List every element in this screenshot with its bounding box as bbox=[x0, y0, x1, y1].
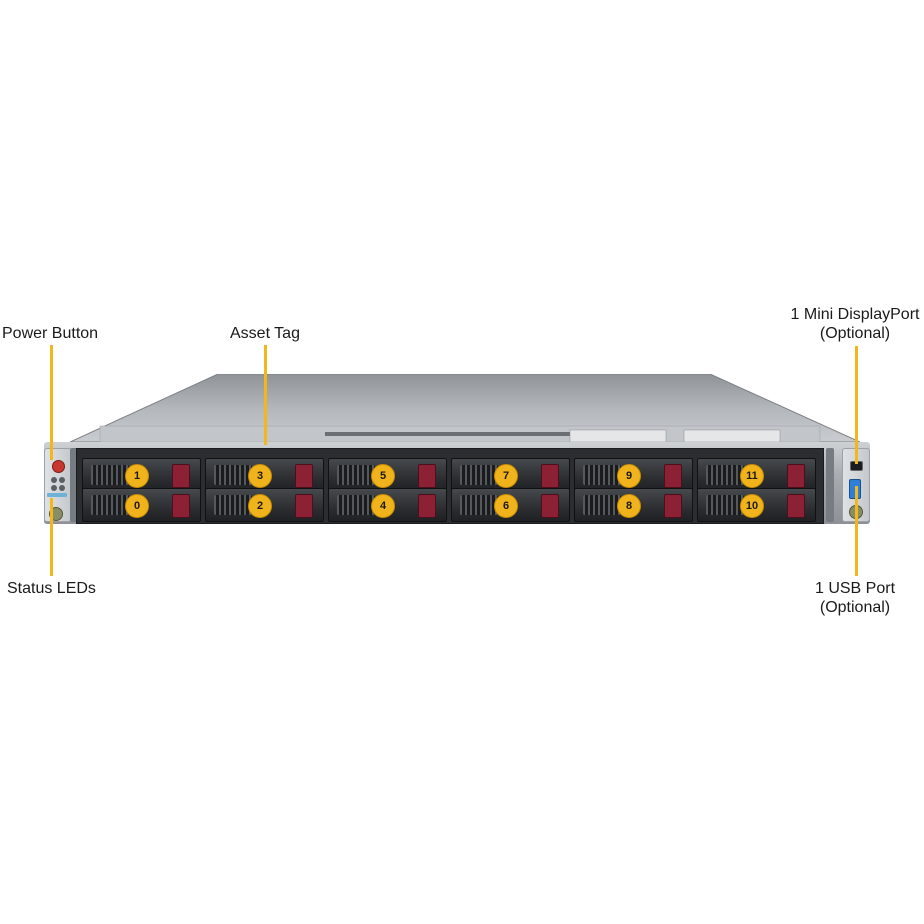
usb-port-label-line2: (Optional) bbox=[819, 599, 891, 616]
drive-tray-7[interactable]: 7 bbox=[451, 458, 570, 492]
drive-vent-grille bbox=[460, 465, 498, 485]
status-led-strip bbox=[47, 493, 67, 497]
drive-vent-grille bbox=[706, 495, 744, 515]
drive-release-latch[interactable] bbox=[664, 494, 682, 518]
drive-bay-number: 7 bbox=[494, 464, 518, 488]
drive-release-latch[interactable] bbox=[418, 494, 436, 518]
drive-vent-grille bbox=[460, 495, 498, 515]
usb-port-label-line1: 1 USB Port bbox=[814, 580, 896, 597]
service-label-sticker bbox=[683, 429, 781, 443]
drive-tray-11[interactable]: 11 bbox=[697, 458, 816, 492]
left-control-ear bbox=[44, 448, 72, 522]
drive-bay-number: 4 bbox=[371, 494, 395, 518]
drive-release-latch[interactable] bbox=[295, 464, 313, 488]
drive-tray-0[interactable]: 0 bbox=[82, 488, 201, 522]
drive-vent-grille bbox=[214, 495, 252, 515]
status-led bbox=[59, 477, 65, 483]
power-button-label: Power Button bbox=[2, 325, 99, 342]
drive-bay-number: 1 bbox=[125, 464, 149, 488]
drive-release-latch[interactable] bbox=[664, 464, 682, 488]
drive-vent-grille bbox=[214, 465, 252, 485]
drive-vent-grille bbox=[583, 465, 621, 485]
drive-tray-4[interactable]: 4 bbox=[328, 488, 447, 522]
drive-release-latch[interactable] bbox=[541, 464, 559, 488]
drive-bay-number: 9 bbox=[617, 464, 641, 488]
info-label-sticker bbox=[569, 429, 667, 443]
drive-release-latch[interactable] bbox=[418, 464, 436, 488]
drive-release-latch[interactable] bbox=[172, 464, 190, 488]
drive-bay-number: 8 bbox=[617, 494, 641, 518]
status-led bbox=[59, 485, 65, 491]
status-led bbox=[51, 477, 57, 483]
drive-vent-grille bbox=[91, 495, 129, 515]
right-rack-handle[interactable] bbox=[826, 448, 834, 522]
drive-release-latch[interactable] bbox=[295, 494, 313, 518]
drive-tray-2[interactable]: 2 bbox=[205, 488, 324, 522]
status-leds-label: Status LEDs bbox=[7, 580, 96, 597]
drive-tray-9[interactable]: 9 bbox=[574, 458, 693, 492]
drive-tray-5[interactable]: 5 bbox=[328, 458, 447, 492]
drive-release-latch[interactable] bbox=[172, 494, 190, 518]
power-button[interactable] bbox=[52, 460, 65, 473]
drive-vent-grille bbox=[583, 495, 621, 515]
usb-port-callout-line bbox=[855, 486, 858, 576]
drive-release-latch[interactable] bbox=[787, 464, 805, 488]
drive-tray-10[interactable]: 10 bbox=[697, 488, 816, 522]
power-button-callout-line bbox=[50, 345, 53, 460]
drive-tray-8[interactable]: 8 bbox=[574, 488, 693, 522]
drive-bay-number: 6 bbox=[494, 494, 518, 518]
chassis-top-cover bbox=[70, 374, 860, 443]
mini-displayport-callout-line bbox=[855, 346, 858, 464]
status-led bbox=[51, 485, 57, 491]
asset-tag-label: Asset Tag bbox=[230, 325, 300, 342]
drive-release-latch[interactable] bbox=[787, 494, 805, 518]
drive-bay-number: 2 bbox=[248, 494, 272, 518]
drive-release-latch[interactable] bbox=[541, 494, 559, 518]
mini-displayport-label: 1 Mini DisplayPort (Optional) bbox=[788, 305, 922, 343]
drive-vent-grille bbox=[706, 465, 744, 485]
asset-tag-callout-line bbox=[264, 345, 267, 445]
drive-vent-grille bbox=[337, 495, 375, 515]
drive-bay-number: 0 bbox=[125, 494, 149, 518]
left-rack-handle[interactable] bbox=[70, 448, 78, 522]
drive-tray-6[interactable]: 6 bbox=[451, 488, 570, 522]
drive-vent-grille bbox=[337, 465, 375, 485]
drive-bay-number: 3 bbox=[248, 464, 272, 488]
drive-tray-3[interactable]: 3 bbox=[205, 458, 324, 492]
drive-bay-number: 5 bbox=[371, 464, 395, 488]
drive-bay-number: 10 bbox=[740, 494, 764, 518]
drive-vent-grille bbox=[91, 465, 129, 485]
mini-displayport-label-line2: (Optional) bbox=[819, 325, 891, 342]
usb-port-label: 1 USB Port (Optional) bbox=[796, 579, 914, 617]
drive-tray-1[interactable]: 1 bbox=[82, 458, 201, 492]
mini-displayport-label-line1: 1 Mini DisplayPort bbox=[790, 306, 920, 323]
status-leds-callout-line bbox=[50, 498, 53, 576]
drive-bay-number: 11 bbox=[740, 464, 764, 488]
